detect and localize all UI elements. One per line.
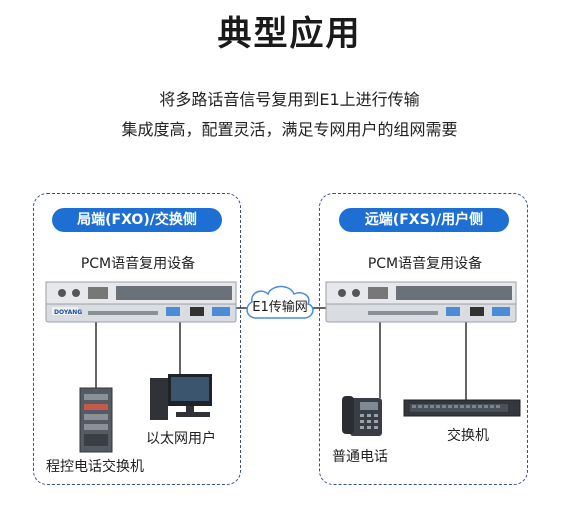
e1-network-cloud-icon: [246, 285, 314, 319]
right-device-label: PCM语音复用设备: [367, 256, 483, 272]
switch-caption: 交换机: [447, 428, 489, 444]
phone-caption: 普通电话: [332, 449, 388, 465]
left-pcm-device-icon: DOYANG: [45, 281, 237, 323]
network-switch-icon: [403, 399, 521, 417]
subtitle-line-2: 集成度高，配置灵活，满足专网用户的组网需要: [121, 120, 458, 139]
pbx-caption: 程控电话交换机: [46, 459, 144, 475]
left-device-brand: DOYANG: [54, 309, 82, 316]
telephone-icon: [342, 396, 382, 436]
e1-network-label: E1传输网: [252, 300, 308, 315]
right-panel: [319, 193, 528, 485]
connection-lines: [95, 307, 467, 400]
computer-icon: [150, 374, 212, 420]
left-panel-header: 局端(FXO)/交换侧: [52, 208, 222, 232]
subtitle-line-1: 将多路话音信号复用到E1上进行传输: [159, 90, 420, 109]
left-device-label: PCM语音复用设备: [80, 256, 196, 272]
page-title: 典型应用: [217, 14, 362, 54]
ethernet-user-caption: 以太网用户: [146, 431, 216, 447]
right-panel-header: 远端(FXS)/用户侧: [339, 208, 509, 232]
right-pcm-device-icon: [325, 281, 517, 323]
pbx-icon: [79, 387, 113, 453]
left-panel: [33, 193, 241, 485]
